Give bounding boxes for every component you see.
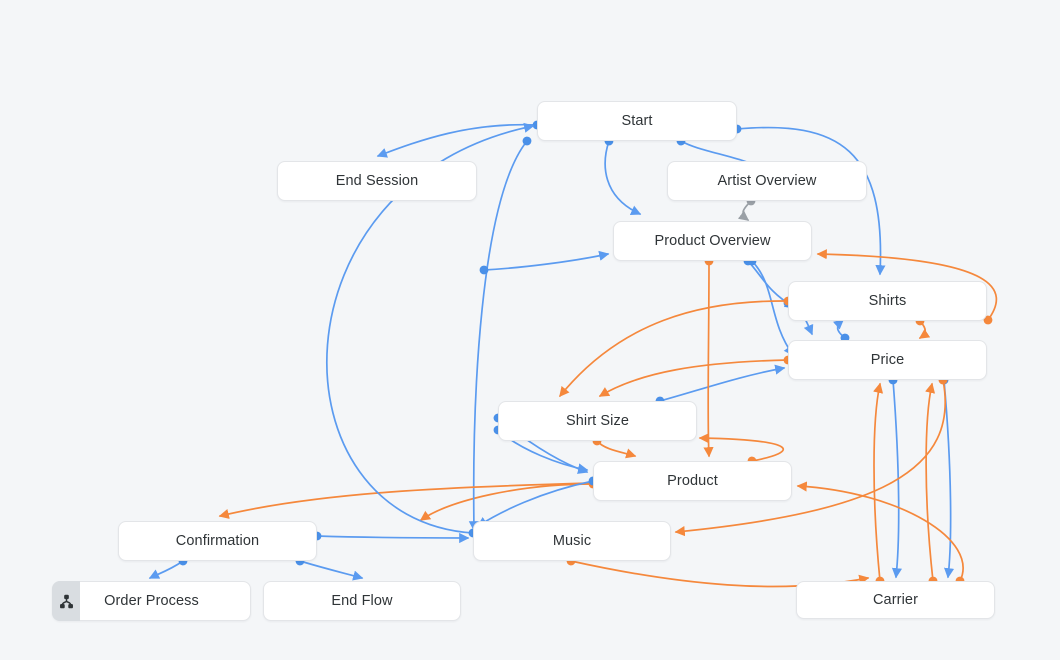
edge-product-overview-to-price[interactable] (747, 256, 794, 357)
node-label: Product (667, 473, 718, 489)
node-label: End Session (335, 173, 419, 189)
edge-confirmation-to-music[interactable] (312, 531, 470, 544)
node-product[interactable]: Product (593, 461, 792, 501)
node-label: Music (552, 533, 592, 549)
edge-product-to-music[interactable] (419, 479, 598, 521)
edge-confirmation-to-end-flow[interactable] (295, 556, 364, 581)
node-end-flow[interactable]: End Flow (263, 581, 461, 621)
edge-price-to-shirts[interactable] (832, 319, 850, 343)
edge-confirmation-to-order-process[interactable] (148, 556, 188, 579)
node-label: Shirts (868, 293, 907, 309)
edge-start-to-product-overview[interactable] (479, 250, 610, 275)
node-label: Order Process (104, 593, 199, 609)
node-order-process[interactable]: Order Process (52, 581, 251, 621)
node-label: Shirt Size (565, 413, 630, 429)
edge-artist-overview-to-product-overview[interactable] (737, 196, 756, 221)
edge-carrier-to-product[interactable] (796, 481, 965, 586)
node-confirmation[interactable]: Confirmation (118, 521, 317, 561)
node-label: Artist Overview (717, 173, 817, 189)
node-label: End Flow (331, 593, 393, 609)
edge-shirts-to-price[interactable] (915, 316, 931, 339)
edge-shirts-to-shirt-size[interactable] (559, 296, 793, 398)
edge-product-to-confirmation[interactable] (218, 478, 598, 519)
node-label: Carrier (872, 592, 918, 608)
node-music[interactable]: Music (473, 521, 671, 561)
node-product-overview[interactable]: Product Overview (613, 221, 812, 261)
edge-product-overview-to-product[interactable] (703, 256, 714, 458)
edge-carrier-to-price[interactable] (873, 382, 885, 586)
node-start[interactable]: Start (537, 101, 737, 141)
edge-price-to-product-overview[interactable] (816, 249, 998, 325)
edge-start-to-product-overview[interactable] (604, 136, 642, 215)
hierarchy-icon (52, 581, 80, 621)
edge-start-to-music[interactable] (468, 136, 532, 532)
node-carrier[interactable]: Carrier (796, 581, 995, 619)
node-label: Product Overview (654, 233, 771, 249)
node-end-session[interactable]: End Session (277, 161, 477, 201)
edge-shirt-size-to-product[interactable] (592, 436, 637, 459)
edge-product-to-shirt-size[interactable] (698, 433, 784, 466)
node-label: Start (621, 113, 653, 129)
edge-price-to-music[interactable] (674, 375, 948, 537)
node-artist-overview[interactable]: Artist Overview (667, 161, 867, 201)
node-label: Price (870, 352, 905, 368)
node-shirts[interactable]: Shirts (788, 281, 987, 321)
edge-shirt-size-to-price[interactable] (655, 364, 786, 406)
node-shirt-size[interactable]: Shirt Size (498, 401, 697, 441)
edge-carrier-to-price[interactable] (925, 382, 938, 586)
node-price[interactable]: Price (788, 340, 987, 380)
edge-start-to-shirts[interactable] (732, 124, 886, 276)
node-label: Confirmation (175, 533, 260, 549)
